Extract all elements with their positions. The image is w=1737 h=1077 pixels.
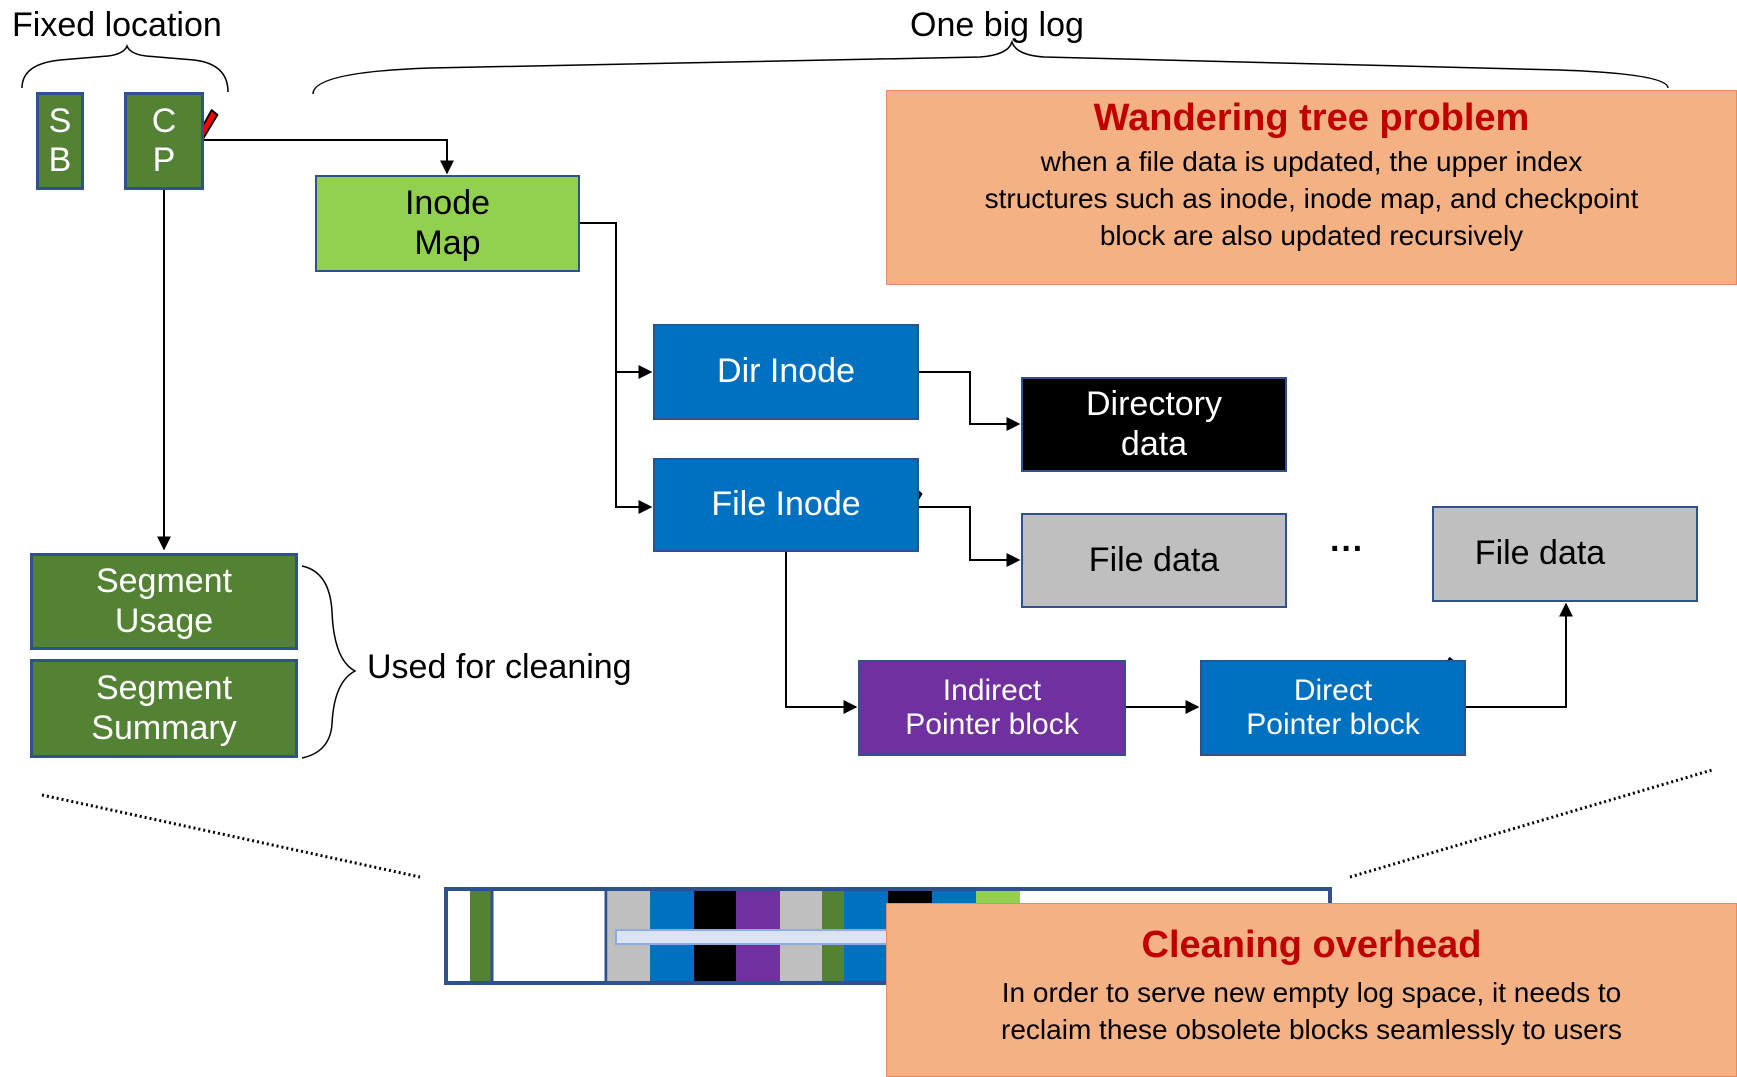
file-data: File data [1021, 513, 1287, 608]
one-big-log-brace [312, 39, 1669, 95]
directory-data: Directory data [1021, 377, 1287, 472]
arrow-file-inode-to-indirect [785, 552, 858, 714]
arrow-direct-to-file-data-2 [1466, 602, 1573, 708]
file-data-updated: File data [1432, 506, 1698, 602]
cleaning-overhead-title: Cleaning overhead [1141, 924, 1482, 966]
checkpoint-block: C P [124, 92, 204, 190]
fixed-location-brace [21, 43, 229, 93]
arrow-inode-map-to-file-inode [615, 372, 653, 514]
arrow-cp-to-inode-map [204, 139, 454, 175]
file-inode: File Inode [653, 458, 919, 552]
direct-pointer-block: Direct Pointer block [1200, 660, 1466, 756]
fixed-location-label: Fixed location [12, 6, 222, 44]
arrow-inode-map-to-dir-inode [580, 222, 653, 379]
arrow-file-inode-to-file-data [919, 506, 1021, 567]
cleaning-overhead-body: In order to serve new empty log space, i… [1001, 977, 1622, 1045]
ellipsis-label: ··· [1330, 530, 1364, 568]
used-for-cleaning-label: Used for cleaning [367, 648, 632, 686]
used-for-cleaning-brace [301, 565, 357, 759]
wandering-tree-title: Wandering tree problem [1093, 97, 1530, 139]
wandering-tree-callout: Wandering tree problem when a file data … [886, 90, 1737, 285]
dir-inode: Dir Inode [653, 324, 919, 420]
segment-summary: Segment Summary [30, 659, 298, 758]
segment-usage: Segment Usage [30, 553, 298, 650]
zoom-line-right [1349, 768, 1713, 879]
wandering-tree-body: when a file data is updated, the upper i… [984, 146, 1639, 251]
inode-map: Inode Map [315, 175, 580, 272]
zoom-line-left [41, 793, 421, 879]
arrow-dir-inode-to-directory-data [919, 371, 1021, 431]
indirect-pointer-block: Indirect Pointer block [858, 660, 1126, 756]
cleaning-overhead-callout: Cleaning overhead In order to serve new … [886, 903, 1737, 1077]
one-big-log-label: One big log [910, 6, 1084, 44]
superblock: S B [36, 92, 84, 190]
